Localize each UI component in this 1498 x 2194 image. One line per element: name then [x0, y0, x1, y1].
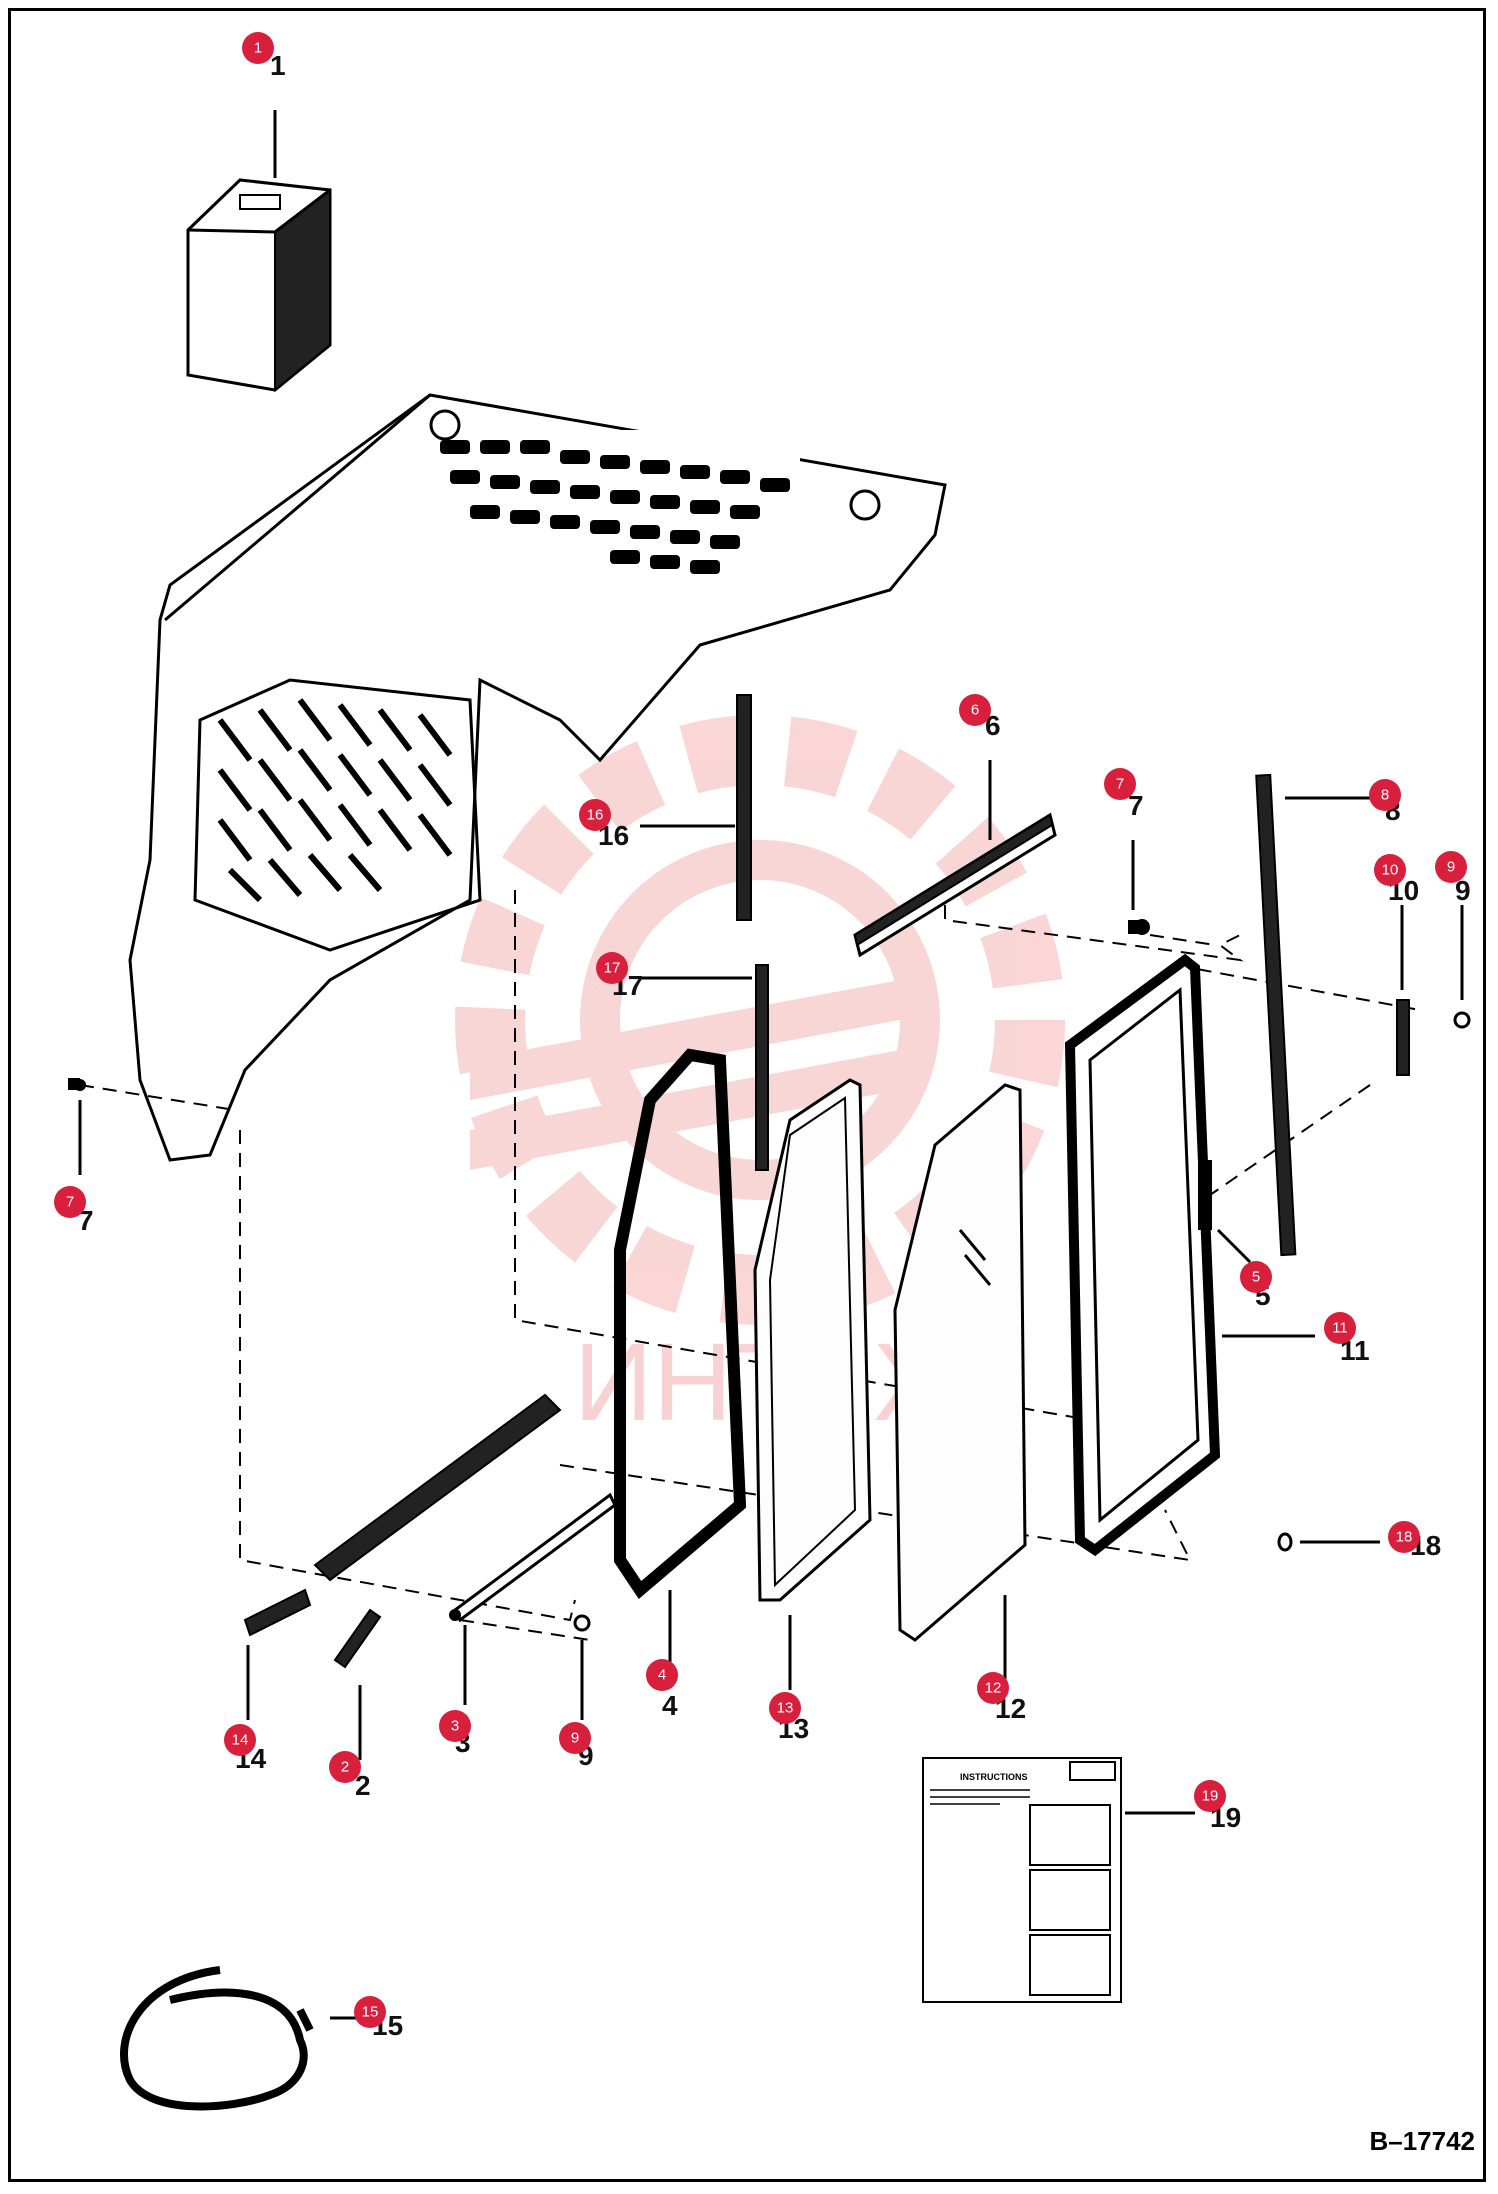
callout-badge-label: 11: [1332, 1320, 1348, 1337]
callout-badge-label: 7: [1116, 776, 1124, 793]
callout-badge-label: 13: [777, 1700, 794, 1717]
part-hardware: [68, 840, 1471, 1720]
part-cab-frame: [128, 393, 947, 1162]
callout-badge-label: 19: [1202, 1788, 1219, 1805]
callout-badge-label: 10: [1382, 862, 1399, 879]
callout-badge-c7a[interactable]: 7: [1104, 768, 1136, 800]
callout-number-c7a: 7: [1128, 790, 1144, 821]
callout-badge-label: 3: [451, 1718, 459, 1735]
callout-badge-label: 6: [971, 702, 979, 719]
callout-badge-label: 2: [341, 1759, 349, 1776]
callout-number-c4: 4: [662, 1690, 678, 1721]
callout-badge-c2[interactable]: 2: [329, 1751, 361, 1783]
callout-number-c2: 2: [355, 1770, 371, 1801]
callout-badge-c1[interactable]: 1: [242, 32, 274, 64]
callout-badge-c15[interactable]: 15: [354, 1996, 386, 2028]
drawing-id: B–17742: [1369, 2126, 1475, 2156]
callout-number-c1: 1: [270, 50, 286, 81]
callout-badge-c18[interactable]: 18: [1388, 1521, 1420, 1553]
callout-badge-label: 1: [254, 40, 262, 57]
callout-badge-c8[interactable]: 8: [1369, 779, 1401, 811]
callout-badge-label: 18: [1396, 1529, 1413, 1546]
part-glass-seal: [753, 1078, 872, 1690]
callout-badge-c3[interactable]: 3: [439, 1710, 471, 1742]
part-box: [186, 110, 332, 393]
callout-badge-c17[interactable]: 17: [596, 952, 628, 984]
callout-number-c9a: 9: [1455, 875, 1471, 906]
callout-number-c7b: 7: [78, 1205, 94, 1236]
callout-badge-label: 9: [1447, 859, 1455, 876]
callout-badge-c10[interactable]: 10: [1374, 854, 1406, 886]
callout-badge-c5[interactable]: 5: [1240, 1261, 1272, 1293]
instruction-sheet: INSTRUCTIONS: [922, 1757, 1195, 2003]
callout-badge-c9b[interactable]: 9: [559, 1722, 591, 1754]
callout-badge-label: 14: [232, 1732, 249, 1749]
part-door: [1064, 953, 1315, 1557]
callout-badge-label: 5: [1252, 1269, 1260, 1286]
part-bottom-strips: [243, 1393, 617, 1760]
callout-badge-c7b[interactable]: 7: [54, 1186, 86, 1218]
part-hose-coil: [120, 1966, 370, 2111]
callout-badge-c4[interactable]: 4: [646, 1659, 678, 1691]
callout-badge-label: 16: [587, 807, 604, 824]
callout-badge-c19[interactable]: 19: [1194, 1780, 1226, 1812]
rear-grille: [193, 678, 482, 952]
callout-badge-c14[interactable]: 14: [224, 1724, 256, 1756]
part-vertical-strips: [640, 694, 1370, 1257]
instruction-heading: INSTRUCTIONS: [960, 1772, 1028, 1782]
callout-badge-label: 12: [985, 1680, 1002, 1697]
callout-badge-label: 7: [66, 1194, 74, 1211]
callout-badge-c16[interactable]: 16: [579, 799, 611, 831]
callout-badge-label: 17: [604, 960, 621, 977]
callout-badge-c6[interactable]: 6: [959, 694, 991, 726]
callout-badge-label: 4: [658, 1667, 666, 1684]
callout-badge-c13[interactable]: 13: [769, 1692, 801, 1724]
top-grille: [429, 409, 881, 574]
callout-badge-label: 15: [362, 2004, 379, 2021]
part-hinge-bracket: [853, 760, 1057, 958]
part-glass-pane: [893, 1083, 1027, 1680]
callout-badge-label: 8: [1381, 787, 1389, 804]
callout-badge-c9a[interactable]: 9: [1435, 851, 1467, 883]
callout-badge-label: 9: [571, 1730, 579, 1747]
callout-badge-c12[interactable]: 12: [977, 1672, 1009, 1704]
callout-badge-c11[interactable]: 11: [1324, 1312, 1356, 1344]
callout-layer: 1122334455667777889999101011111212131314…: [54, 32, 1471, 2041]
